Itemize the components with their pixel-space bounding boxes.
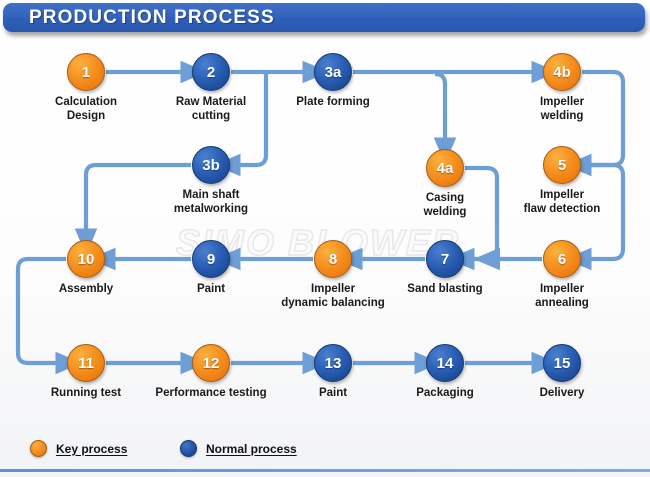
process-node-label-4b: Impeller welding (539, 96, 585, 122)
process-node-13[interactable]: 13 (314, 344, 352, 382)
process-node-2[interactable]: 2 (192, 53, 230, 91)
process-node-4b[interactable]: 4b (543, 53, 581, 91)
page-title: PRODUCTION PROCESS (29, 7, 275, 28)
process-node-label-1: Calculation Design (55, 96, 117, 122)
process-node-number-8: 8 (314, 240, 352, 278)
legend-label-key: Key process (56, 441, 128, 456)
process-node-label-4a: Casing welding (423, 192, 467, 218)
process-node-label-12: Performance testing (155, 387, 267, 399)
process-node-label-2: Raw Material cutting (175, 96, 247, 122)
process-node-label-15: Delivery (539, 387, 585, 399)
process-node-number-7: 7 (426, 240, 464, 278)
process-node-number-10: 10 (67, 240, 105, 278)
edge-10-11 (15, 256, 83, 375)
process-node-10[interactable]: 10 (67, 240, 105, 278)
process-node-number-3b: 3b (192, 146, 230, 184)
process-node-9[interactable]: 9 (192, 240, 230, 278)
edge-2-3b (213, 74, 269, 177)
process-node-number-6: 6 (543, 240, 581, 278)
process-node-1[interactable]: 1 (67, 53, 105, 91)
header-banner: PRODUCTION PROCESS (3, 3, 645, 32)
process-node-11[interactable]: 11 (67, 344, 105, 382)
process-node-label-9: Paint (196, 283, 226, 295)
process-node-number-11: 11 (67, 344, 105, 382)
edge-3a-4a (433, 71, 457, 165)
process-node-3b[interactable]: 3b (192, 146, 230, 184)
edge-4a-7 (447, 165, 500, 271)
process-node-3a[interactable]: 3a (314, 53, 352, 91)
legend-item-normal[interactable]: Normal process (180, 440, 297, 457)
process-node-number-2: 2 (192, 53, 230, 91)
process-node-label-11: Running test (50, 387, 122, 399)
blue-circle-icon (180, 440, 197, 457)
process-node-number-4a: 4a (426, 149, 464, 187)
process-node-label-7: Sand blasting (407, 283, 483, 295)
process-node-number-12: 12 (192, 344, 230, 382)
process-node-number-4b: 4b (543, 53, 581, 91)
process-node-7[interactable]: 7 (426, 240, 464, 278)
process-node-label-13: Paint (318, 387, 348, 399)
process-node-number-1: 1 (67, 53, 105, 91)
process-node-12[interactable]: 12 (192, 344, 230, 382)
bottom-rule (0, 469, 650, 472)
process-node-label-3b: Main shaft metalworking (173, 189, 249, 215)
process-node-4a[interactable]: 4a (426, 149, 464, 187)
process-node-number-13: 13 (314, 344, 352, 382)
process-node-14[interactable]: 14 (426, 344, 464, 382)
edge-5-6 (564, 162, 626, 271)
legend-item-key[interactable]: Key process (30, 440, 127, 457)
process-node-number-14: 14 (426, 344, 464, 382)
process-node-8[interactable]: 8 (314, 240, 352, 278)
process-node-label-3a: Plate forming (296, 96, 370, 108)
orange-circle-icon (30, 440, 47, 457)
process-node-15[interactable]: 15 (543, 344, 581, 382)
process-node-number-9: 9 (192, 240, 230, 278)
process-node-label-6: Impeller annealing (535, 283, 589, 309)
process-node-6[interactable]: 6 (543, 240, 581, 278)
process-node-number-15: 15 (543, 344, 581, 382)
edge-4b-5 (564, 69, 626, 177)
process-node-label-5: Impeller flaw detection (523, 189, 601, 215)
process-node-label-8: Impeller dynamic balancing (281, 283, 385, 309)
process-node-number-3a: 3a (314, 53, 352, 91)
process-node-label-14: Packaging (416, 387, 474, 399)
process-node-5[interactable]: 5 (543, 146, 581, 184)
legend-label-normal: Normal process (206, 441, 297, 456)
edge-3b-10 (74, 162, 191, 256)
process-node-number-5: 5 (543, 146, 581, 184)
process-node-label-10: Assembly (58, 283, 114, 295)
